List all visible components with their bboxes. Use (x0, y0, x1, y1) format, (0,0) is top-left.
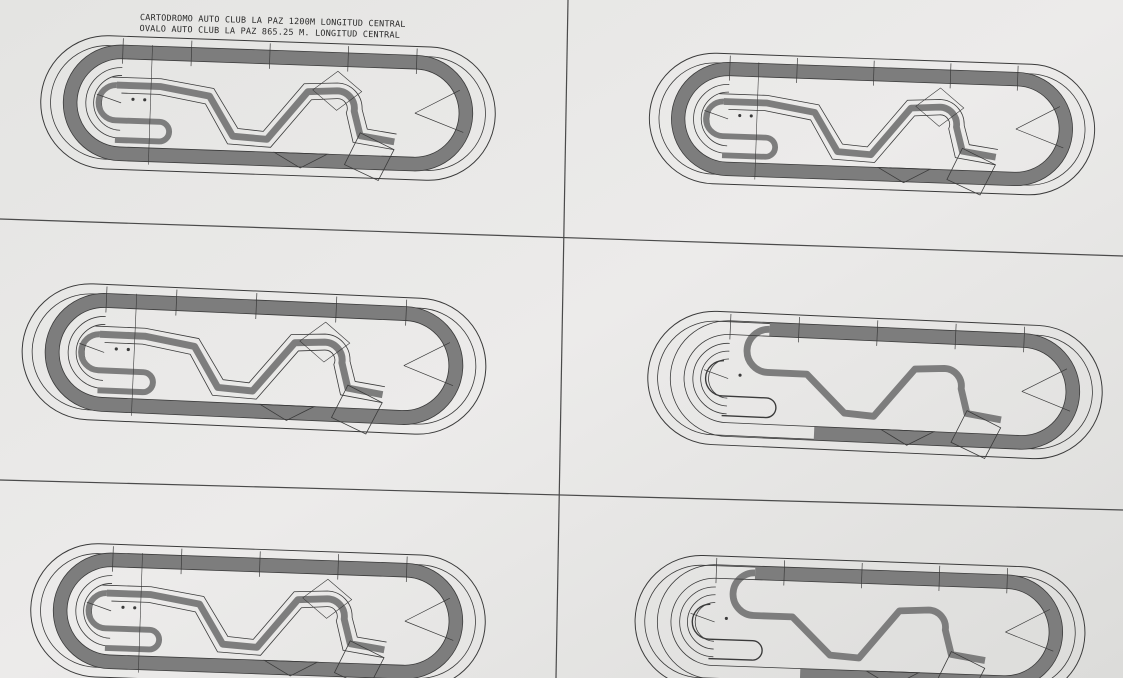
plan-sheet (0, 0, 1123, 678)
grid-lines (0, 0, 1123, 678)
